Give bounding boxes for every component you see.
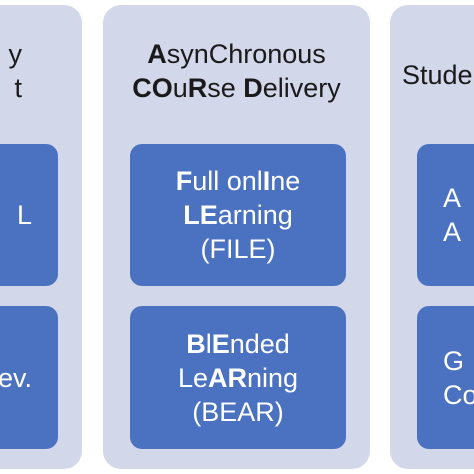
right-bottom-box: G Co	[417, 306, 474, 449]
full-online-learning-box: Full onlIne LEarning (FILE)	[130, 144, 346, 286]
right-top-box-line-1: A	[443, 183, 462, 213]
right-panel: Stude A A G Co	[390, 5, 474, 469]
text-segment: D	[243, 73, 263, 103]
text-segment: LE	[183, 200, 218, 230]
left-bottom-box-line-1: ev.	[0, 362, 32, 393]
left-title-line-2: t	[14, 73, 22, 103]
text-segment: Le	[177, 362, 208, 393]
text-segment: u	[172, 73, 188, 103]
text-segment: se	[207, 73, 244, 103]
text-segment: R	[187, 73, 208, 103]
file-box-line-2: LEarning	[130, 198, 346, 232]
bear-box-line-1: BlEnded	[130, 327, 346, 361]
text-segment: ronous	[243, 39, 326, 69]
left-bottom-box: ev.	[0, 306, 58, 449]
blended-learning-box: BlEnded LeARning (BEAR)	[130, 306, 346, 449]
right-top-box-line-2: A	[443, 217, 462, 247]
left-panel-title: y t	[9, 37, 23, 105]
text-segment: E	[211, 328, 230, 359]
text-segment: ne	[270, 166, 301, 196]
center-title-line-2: COuRse Delivery	[103, 71, 370, 105]
right-bottom-box-line-1: G	[443, 345, 465, 376]
left-top-box: L	[0, 144, 58, 286]
text-segment: ning	[247, 362, 299, 393]
left-top-box-line-1: L	[16, 200, 32, 230]
text-segment: synCh	[166, 39, 244, 69]
text-segment: F	[175, 166, 193, 196]
text-segment: AR	[208, 362, 247, 393]
text-segment: A	[147, 39, 167, 69]
text-segment: l	[205, 328, 212, 359]
text-segment: arning	[217, 200, 293, 230]
right-title-line-1: Stude	[402, 60, 473, 90]
text-segment: B	[186, 328, 206, 359]
right-panel-title: Stude	[402, 58, 473, 92]
left-title-line-1: y	[8, 39, 23, 69]
text-segment: I	[262, 166, 271, 196]
text-segment: CO	[132, 73, 173, 103]
file-box-acronym: (FILE)	[200, 234, 276, 264]
right-top-box: A A	[417, 144, 474, 286]
bear-box-acronym: (BEAR)	[192, 396, 284, 427]
bear-box-line-2: LeARning	[130, 361, 346, 395]
center-panel-title: AsynChronous COuRse Delivery	[103, 37, 370, 105]
file-box-line-1: Full onlIne	[130, 164, 346, 198]
text-segment: nded	[229, 328, 290, 359]
right-bottom-box-line-2: Co	[443, 379, 474, 410]
center-title-line-1: AsynChronous	[103, 37, 370, 71]
text-segment: elivery	[262, 73, 341, 103]
left-panel: y t L ev.	[0, 5, 82, 469]
center-panel: AsynChronous COuRse Delivery Full onlIne…	[103, 5, 370, 469]
text-segment: ull onl	[192, 166, 263, 196]
